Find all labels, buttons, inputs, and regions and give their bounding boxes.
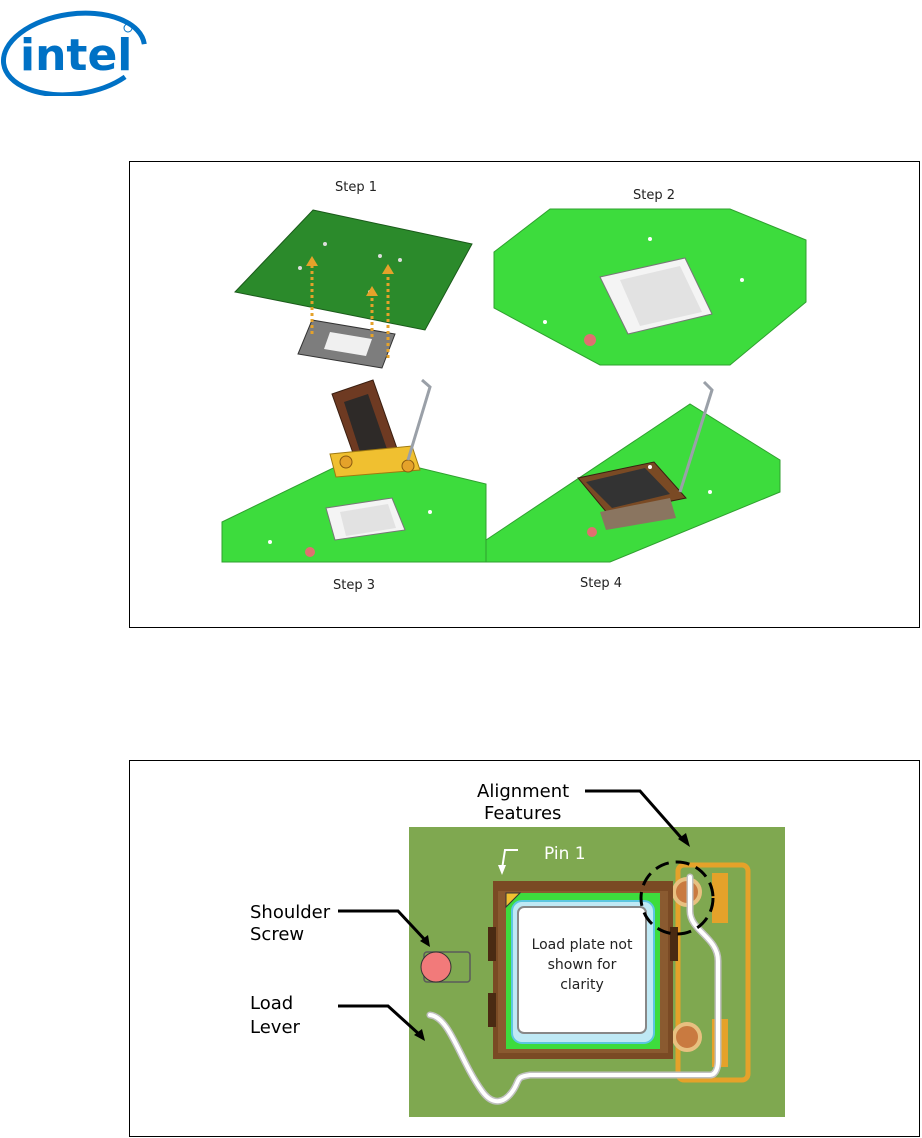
installation-steps-figure: Step 1 Step 2 Step 3 Step 4: [129, 161, 920, 628]
pin1-label: Pin 1: [544, 844, 586, 864]
socket-top-view-figure: Alignment Features Pin 1 Shoulder Screw …: [129, 760, 920, 1137]
alignment-callout-line: [585, 789, 686, 842]
step1-arrows: [310, 262, 390, 358]
intel-logo-text: intel: [20, 30, 132, 81]
shoulder-label-line1: Shoulder: [250, 902, 331, 923]
step1-label: Step 1: [335, 180, 377, 195]
shoulder-label-line2: Screw: [250, 924, 304, 945]
shoulder-callout-line: [338, 909, 428, 943]
pin1-callout-line: [501, 849, 518, 870]
step3-lever: [406, 378, 432, 461]
lever-label-line1: Load: [250, 993, 293, 1014]
socket-top-view-illustration: Alignment Features Pin 1 Shoulder Screw …: [250, 781, 785, 1117]
retention-frame: [675, 862, 751, 1083]
alignment-post-bottom: [672, 1022, 702, 1052]
alignment-label-line2: Features: [484, 803, 561, 824]
alignment-highlight-circle: [639, 860, 715, 936]
step2-label: Step 2: [633, 188, 675, 203]
step4-label: Step 4: [580, 576, 622, 591]
socket-cavity: [517, 906, 647, 1034]
intel-logo: intel: [0, 6, 150, 98]
lever-label-line2: Lever: [250, 1017, 301, 1038]
shoulder-screw: [420, 951, 452, 983]
load-plate-note-line1: Load plate not: [532, 937, 633, 953]
step1-board: [234, 209, 473, 331]
pin1-indicator: [505, 892, 522, 909]
lever-callout-line: [338, 1004, 422, 1037]
step4-lever: [678, 380, 714, 493]
step2-screw: [584, 334, 596, 346]
load-plate-note-line2: shown for: [548, 957, 617, 973]
step3-label: Step 3: [333, 578, 375, 593]
installation-steps-illustration: Step 1 Step 2 Step 3 Step 4: [221, 180, 807, 593]
intel-logo-graphic: intel: [0, 10, 148, 98]
load-plate-note-line3: clarity: [560, 977, 604, 993]
alignment-label-line1: Alignment: [477, 781, 569, 802]
